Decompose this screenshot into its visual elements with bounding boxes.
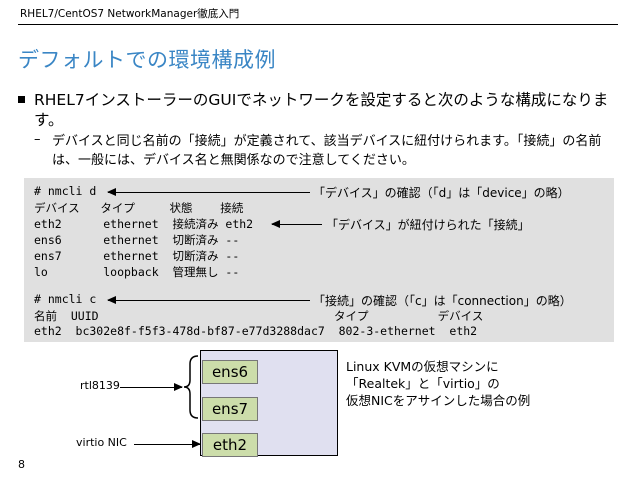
description-line: Linux KVMの仮想マシンに xyxy=(346,359,499,374)
curly-brace-icon xyxy=(183,355,199,419)
arrow-right-icon xyxy=(120,383,183,391)
description-line: 仮想NICをアサインした場合の例 xyxy=(346,393,531,408)
arrow-left-icon xyxy=(107,188,310,196)
slide-title: デフォルトでの環境構成例 xyxy=(18,48,276,72)
arrow-right-icon xyxy=(134,440,201,448)
note-connection-command: 「接続」の確認（「c」は「connection」の略） xyxy=(313,294,572,308)
code-line: lo loopback 管理無し -- xyxy=(34,265,240,279)
code-block xyxy=(24,178,614,342)
code-line: # nmcli d xyxy=(34,184,97,198)
nic-eth2: eth2 xyxy=(202,433,258,457)
code-line: 名前 UUID タイプ デバイス xyxy=(34,309,484,323)
presentation-title: RHEL7/CentOS7 NetworkManager徹底入門 xyxy=(20,8,240,20)
code-line: ens7 ethernet 切断済み -- xyxy=(34,249,240,263)
label-virtio-nic: virtio NIC xyxy=(76,436,127,449)
sub-bullet-text: デバイスと同じ名前の「接続」が定義されて、該当デバイスに紐付けられます。「接続」… xyxy=(52,134,602,168)
nic-ens6: ens6 xyxy=(202,360,258,384)
page-number: 8 xyxy=(18,458,25,471)
arrow-left-icon xyxy=(107,296,310,304)
code-line: # nmcli c xyxy=(34,292,97,306)
code-line: eth2 bc302e8f-f5f3-478d-bf87-e77d3288dac… xyxy=(34,324,478,338)
sub-bullet-dash: – xyxy=(34,132,41,147)
arrow-left-icon xyxy=(271,220,322,228)
label-rtl8139: rtl8139 xyxy=(80,379,120,392)
description-line: 「Realtek」と「virtio」の xyxy=(346,376,500,391)
header-divider xyxy=(18,24,618,25)
nic-ens7: ens7 xyxy=(202,397,258,421)
note-device-command: 「デバイス」の確認（「d」は「device」の略） xyxy=(313,186,570,200)
code-line: eth2 ethernet 接続済み eth2 xyxy=(34,217,254,231)
code-line: デバイス タイプ 状態 接続 xyxy=(34,201,244,215)
note-device-link: 「デバイス」が紐付けられた「接続」 xyxy=(326,218,530,232)
bullet-text: RHEL7インストーラーのGUIでネットワークを設定すると次のような構成になりま… xyxy=(34,91,609,129)
code-line: ens6 ethernet 切断済み -- xyxy=(34,233,240,247)
diagram-description: Linux KVMの仮想マシンに 「Realtek」と「virtio」の 仮想N… xyxy=(346,358,530,409)
bullet-square-icon xyxy=(18,96,25,103)
